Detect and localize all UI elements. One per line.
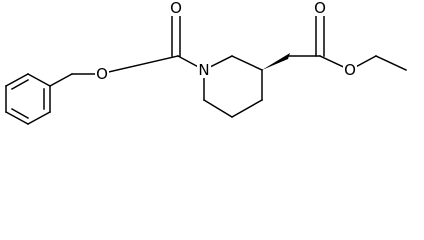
benzene-bond — [26, 72, 52, 88]
ring-bond — [231, 55, 263, 71]
benzene-bond — [4, 110, 30, 126]
benzene-bond — [26, 110, 52, 126]
piperidine-ring — [202, 54, 264, 119]
benzene-ring — [4, 72, 52, 126]
svg-text:O: O — [96, 65, 108, 83]
benzene-inner-bond — [10, 78, 30, 91]
ring-nitrogen: N — [197, 61, 211, 79]
carbamate-carbonyl-oxygen: O — [169, 0, 183, 17]
svg-text:O: O — [344, 61, 356, 79]
ethyl-ch2-ch3-bond — [375, 55, 407, 71]
structural-formula: O O N O O — [4, 0, 407, 126]
ester-ether-oxygen: O — [343, 61, 357, 79]
svg-text:O: O — [170, 0, 182, 17]
svg-text:N: N — [198, 61, 209, 79]
carbamate-ether-oxygen: O — [95, 65, 109, 83]
o-carbonyl-bond — [99, 55, 179, 75]
benzene-inner-bond — [10, 107, 30, 120]
ring-bond — [202, 98, 234, 119]
benzyl-bond — [48, 72, 74, 88]
benzene-bond — [4, 72, 30, 88]
stereo-wedge-bond — [262, 53, 290, 70]
ester-carbonyl-oxygen: O — [313, 0, 327, 17]
svg-text:O: O — [314, 0, 326, 17]
ring-bond — [230, 98, 264, 119]
